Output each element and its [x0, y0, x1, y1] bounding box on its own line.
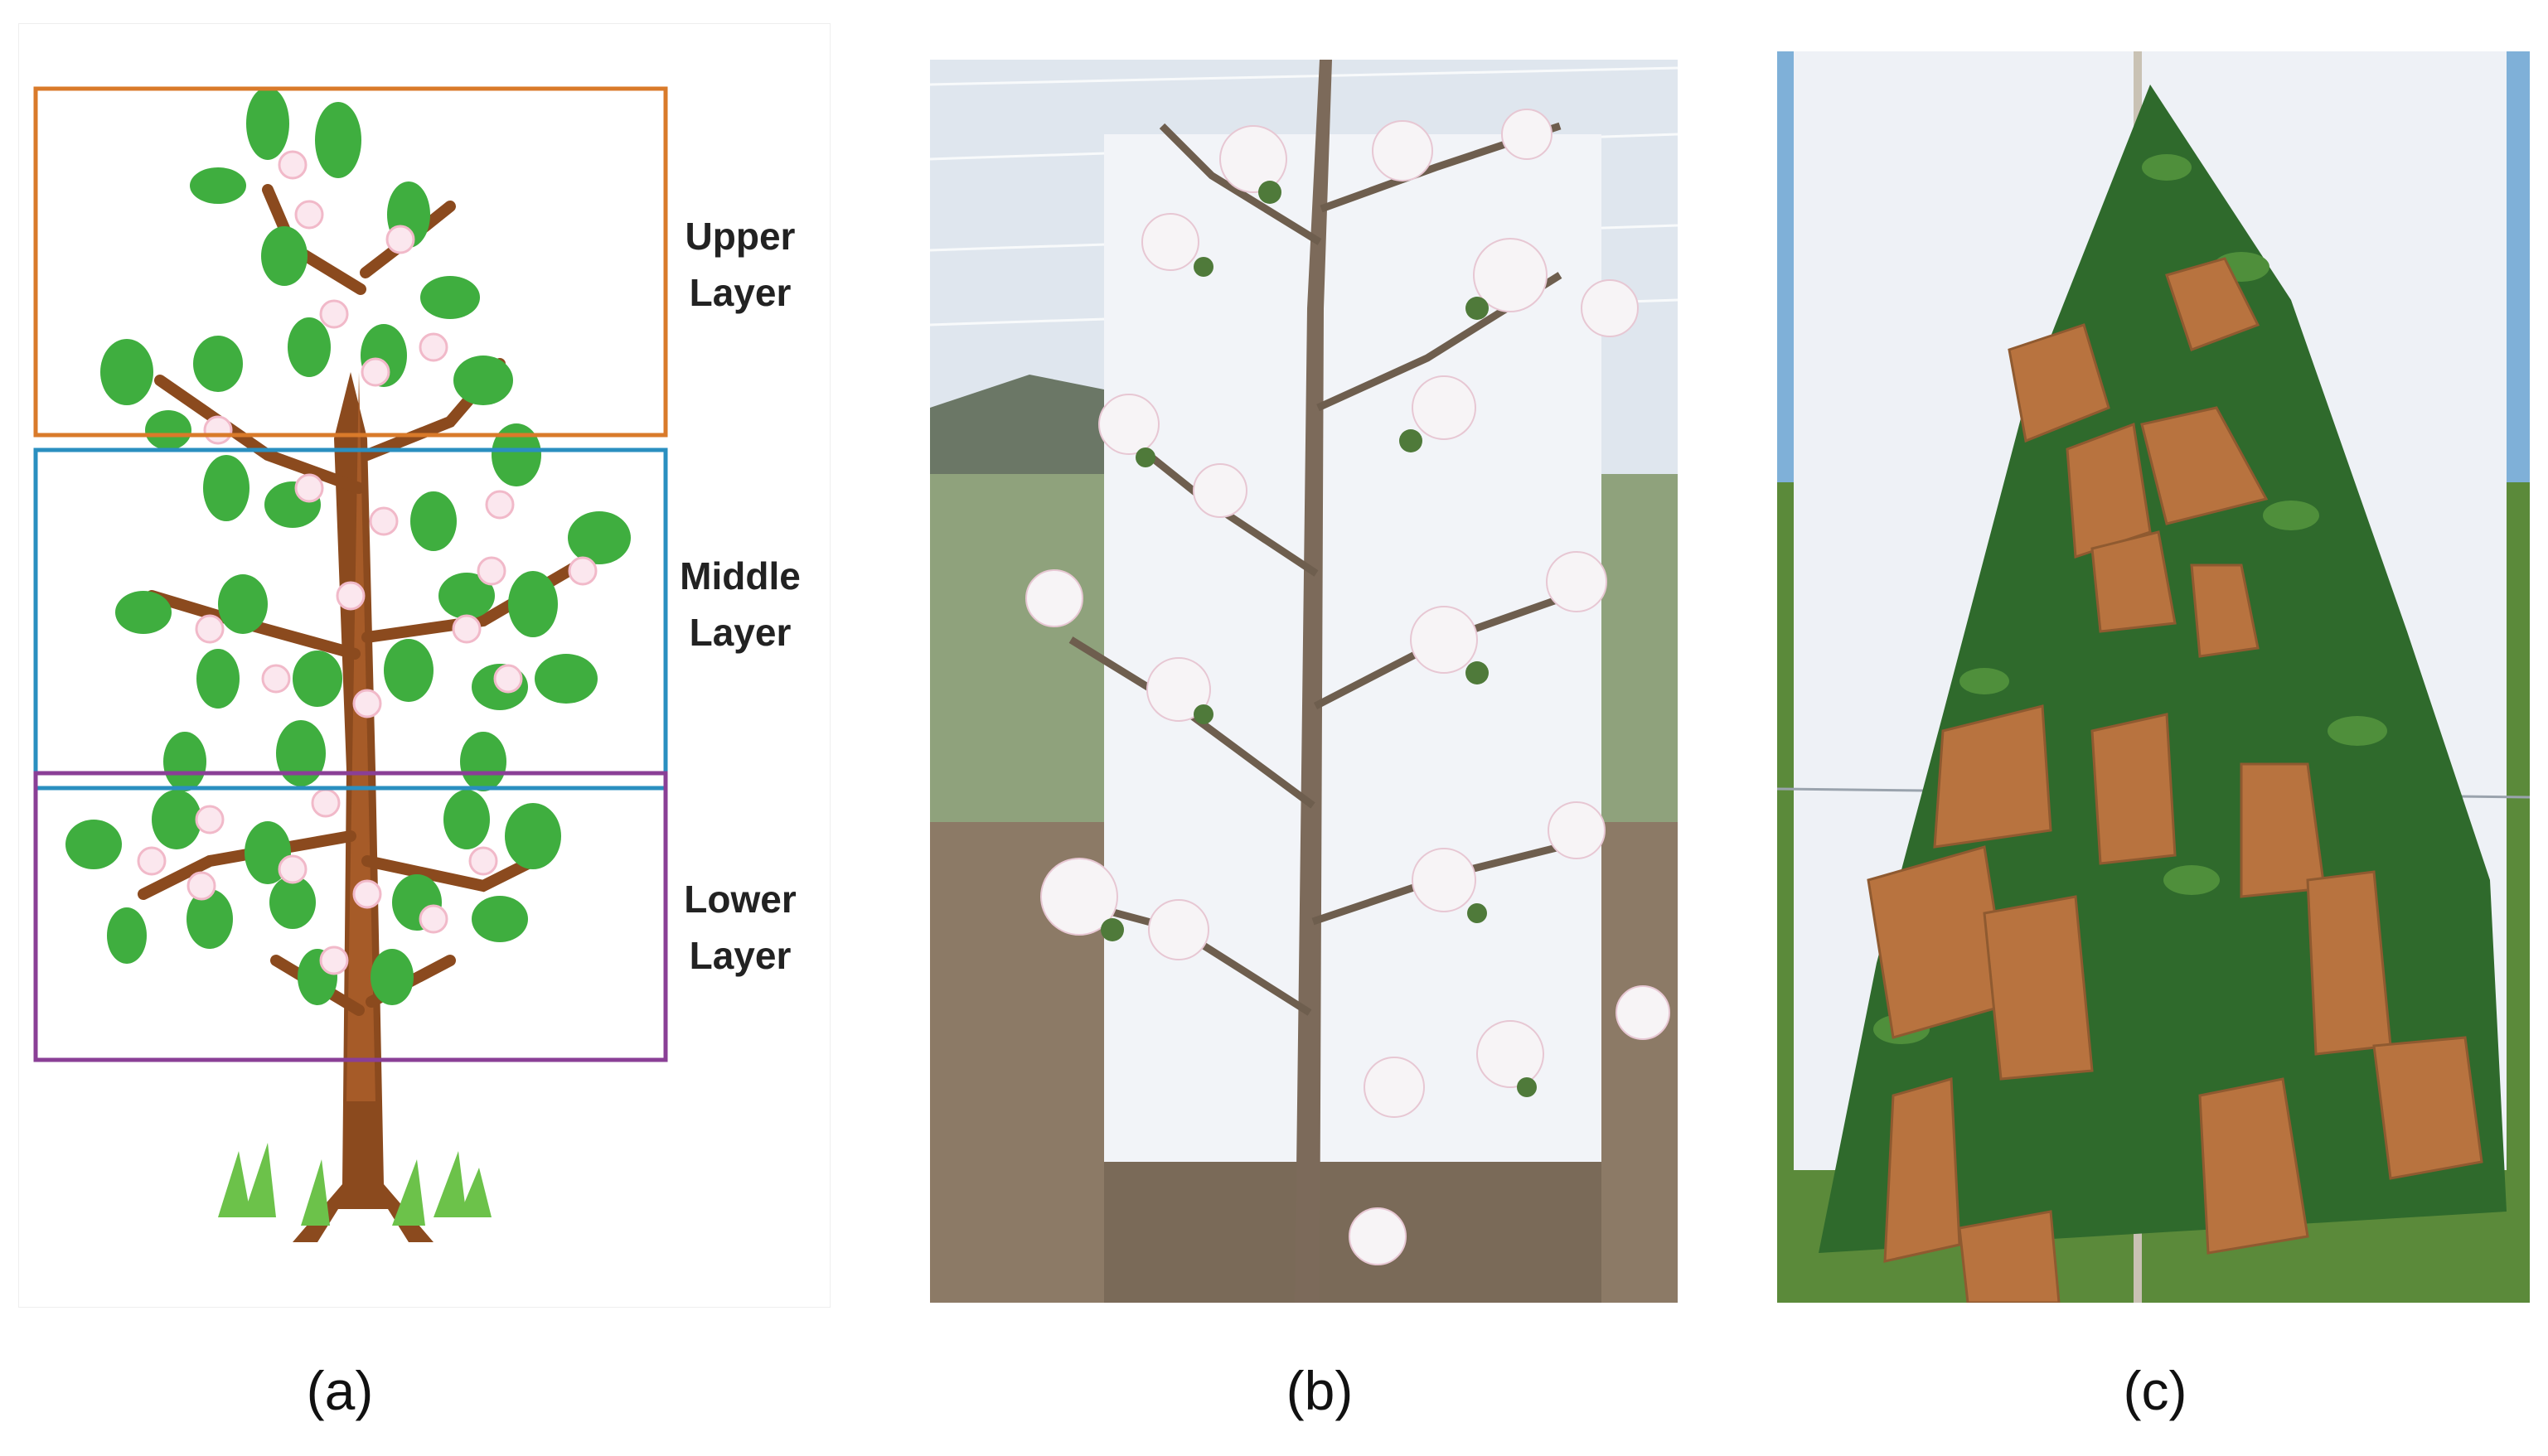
lower-layer-box: [33, 771, 668, 1062]
bagged-fruit-tree-photo: [1777, 51, 2530, 1303]
blossoms: [137, 150, 598, 975]
middle-layer-label-line1: Middle: [680, 554, 801, 597]
bagged-fruit-tree-photo-art: [1777, 51, 2530, 1303]
lower-layer-label: Lower Layer: [657, 871, 823, 984]
blossom-tree-photo-art: [930, 60, 1678, 1303]
caption-b: (b): [1286, 1360, 1354, 1421]
distant-hill: [930, 375, 1112, 491]
middle-layer-label-line2: Layer: [689, 611, 792, 654]
blossom-foliage: [1101, 181, 1537, 1097]
upper-layer-label-line1: Upper: [685, 215, 796, 258]
middle-layer-label: Middle Layer: [657, 548, 823, 660]
grass: [218, 1143, 492, 1226]
caption-c: (c): [2123, 1360, 2187, 1421]
lower-layer-label-line1: Lower: [684, 878, 797, 921]
tree-illustration-panel: Upper Layer Middle Layer Lower Layer: [18, 23, 831, 1308]
upper-layer-box: [33, 86, 668, 438]
middle-layer-box: [33, 447, 668, 791]
upper-layer-label-line2: Layer: [689, 271, 792, 314]
tree-illustration: [33, 86, 668, 1242]
paper-bags: [1867, 257, 2483, 1303]
upper-layer-label: Upper Layer: [657, 208, 823, 321]
tree-trunk: [1295, 60, 1332, 1303]
lower-layer-label-line2: Layer: [689, 934, 792, 977]
trunk-highlight: [346, 372, 375, 1101]
blossom-tree-photo: [930, 60, 1678, 1303]
blossom-clusters: [1025, 109, 1670, 1265]
leaves: [65, 87, 631, 1005]
caption-a: (a): [306, 1360, 374, 1421]
